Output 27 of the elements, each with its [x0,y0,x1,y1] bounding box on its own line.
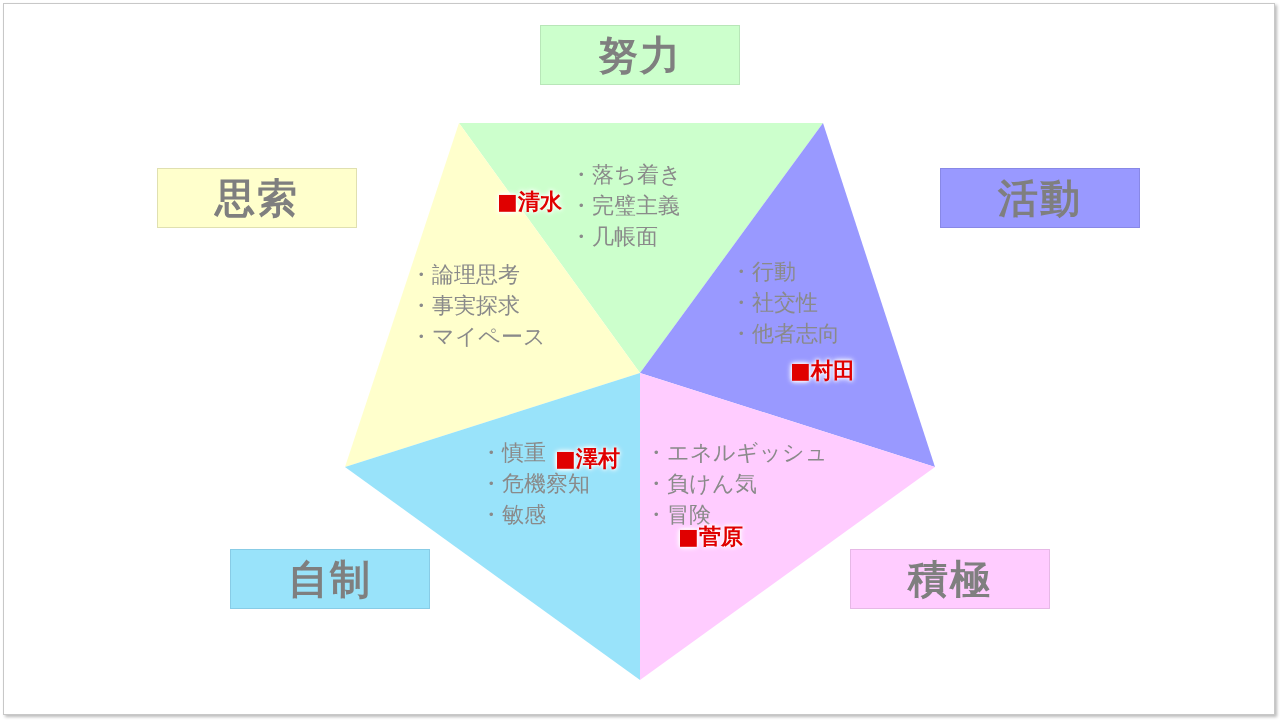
name-tag: ■清水 [497,188,562,216]
name-tag: ■村田 [790,357,855,385]
trait-text: ・慎重 [480,439,546,467]
trait-text: ・危機察知 [480,470,590,498]
trait-text: ・敏感 [480,501,546,529]
category-label: 自制 [288,554,372,604]
trait-text: ・社交性 [730,289,818,317]
trait-text: ・他者志向 [730,320,840,348]
category-box [940,168,1140,228]
trait-text: ・マイペース [410,323,546,351]
trait-text: ・完璧主義 [570,192,680,220]
category-box [230,549,430,609]
name-tag: ■澤村 [555,445,620,473]
category-label: 活動 [998,173,1082,223]
trait-text: ・事実探求 [410,292,520,320]
trait-text: ・落ち着き [570,161,682,189]
trait-text: ・行動 [730,258,796,286]
category-box [157,168,357,228]
category-label: 思索 [215,173,299,223]
trait-text: ・エネルギッシュ [645,439,828,467]
trait-text: ・几帳面 [570,223,658,251]
category-label: 努力 [598,30,682,80]
category-box [850,549,1050,609]
trait-text: ・負けん気 [645,470,757,498]
category-box [540,25,740,85]
trait-text: ・論理思考 [410,261,520,289]
category-label: 積極 [908,554,992,604]
